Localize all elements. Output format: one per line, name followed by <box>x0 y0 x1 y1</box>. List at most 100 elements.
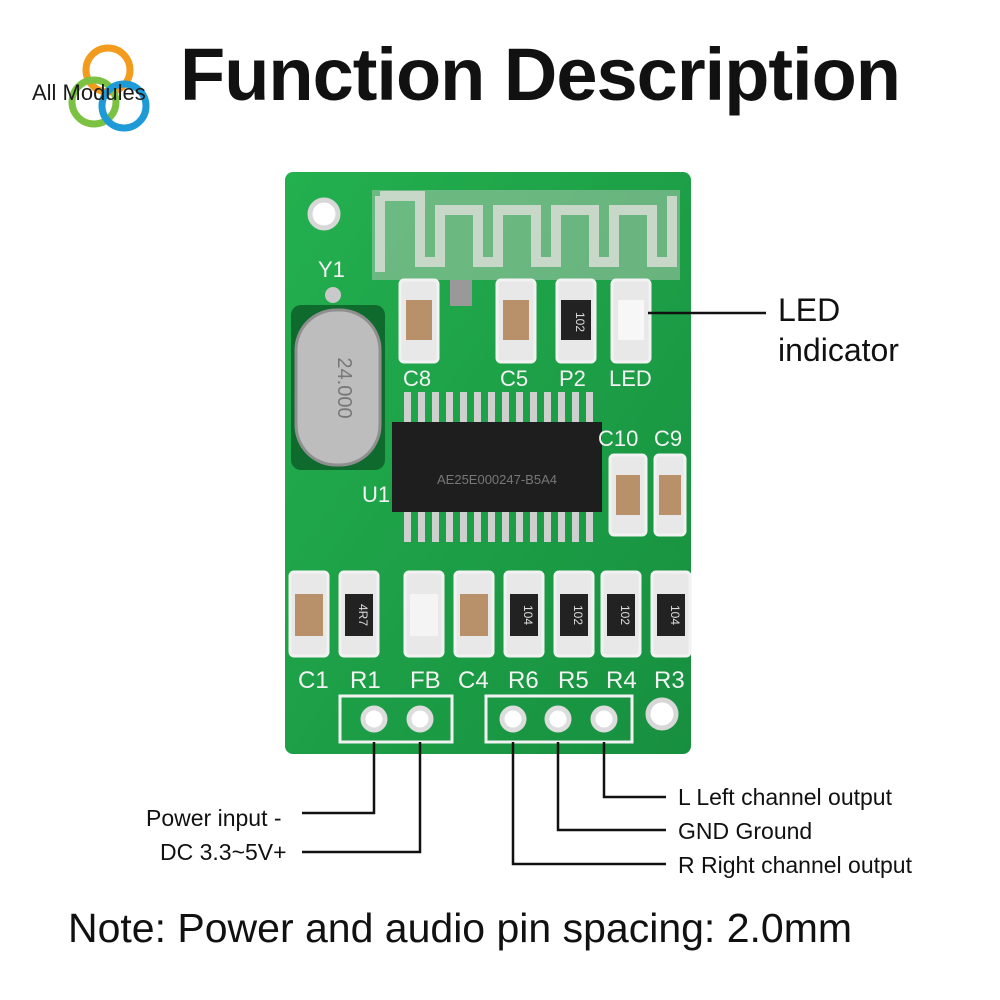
silk-fb: FB <box>410 667 441 694</box>
resistor-r6: 104 <box>503 570 545 658</box>
silk-y1: Y1 <box>318 257 345 282</box>
chip-pin <box>460 512 467 542</box>
header-pins <box>360 705 618 733</box>
ferrite-fb <box>403 570 445 658</box>
resistor-code: 4R7 <box>356 604 370 626</box>
line-gnd <box>556 742 666 832</box>
mount-hole-top <box>307 197 341 231</box>
chip-pin <box>530 512 537 542</box>
svg-text:102: 102 <box>573 312 587 332</box>
chip-pin <box>404 392 411 422</box>
cap-c9 <box>653 453 687 537</box>
chip-pin <box>544 512 551 542</box>
led-chip <box>610 278 652 364</box>
callout-left-output: L Left channel output <box>678 784 892 810</box>
page-title: Function Description <box>180 33 901 116</box>
silk-c5: C5 <box>500 366 528 391</box>
silk-c1: C1 <box>298 667 329 694</box>
callout-right-output: R Right channel output <box>678 852 912 878</box>
pin-left <box>590 705 618 733</box>
chip-marking: AE25E000247-B5A4 <box>437 472 557 487</box>
chip-pin <box>586 392 593 422</box>
crystal-marking: 24.000 <box>333 357 355 418</box>
silk-r5: R5 <box>558 667 589 694</box>
chip-pin <box>474 512 481 542</box>
chip-pin <box>516 392 523 422</box>
silk-r4: R4 <box>606 667 637 694</box>
chip-pin <box>488 392 495 422</box>
cap-c5 <box>495 278 537 364</box>
silk-r6: R6 <box>508 667 539 694</box>
resistor-code: 102 <box>618 605 632 625</box>
silk-r3: R3 <box>654 667 685 694</box>
test-pad <box>450 280 472 306</box>
silk-r1: R1 <box>350 667 381 694</box>
resistor-code: 102 <box>571 605 585 625</box>
crystal-can <box>294 308 382 467</box>
chip-pin <box>488 512 495 542</box>
chip-pin <box>572 512 579 542</box>
callout-led-line1: LED <box>778 292 841 328</box>
chip-pin <box>530 392 537 422</box>
chip-pin <box>586 512 593 542</box>
chip-pin <box>446 512 453 542</box>
brand-logo-text: All Modules <box>32 80 146 105</box>
chip-pins <box>404 392 593 542</box>
chip-pin <box>446 392 453 422</box>
brand-logo-icon <box>68 44 150 132</box>
line-power-neg <box>302 742 376 815</box>
chip-pin <box>474 392 481 422</box>
chip-pin <box>558 512 565 542</box>
chip-pin <box>418 392 425 422</box>
line-left <box>602 742 666 799</box>
line-power-pos <box>302 742 422 854</box>
silk-c4: C4 <box>458 667 489 694</box>
main-chip <box>392 422 602 512</box>
cap-c4 <box>453 570 495 658</box>
resistor-r4: 102 <box>600 570 642 658</box>
chip-pin <box>502 512 509 542</box>
line-right <box>511 742 666 866</box>
callout-lines <box>302 311 766 866</box>
chip-pin <box>432 512 439 542</box>
pin-power-neg <box>360 705 388 733</box>
footer-note: Note: Power and audio pin spacing: 2.0mm <box>68 905 853 951</box>
silk-u1: U1 <box>362 482 390 507</box>
silk-c8: C8 <box>403 366 431 391</box>
chip-pin <box>544 392 551 422</box>
chip-pin <box>516 512 523 542</box>
callout-gnd: GND Ground <box>678 818 813 844</box>
pin-right <box>499 705 527 733</box>
chip-pin <box>460 392 467 422</box>
chip-pin <box>558 392 565 422</box>
resistor-code: 104 <box>521 605 535 625</box>
callout-power-neg: Power input - <box>146 805 282 831</box>
chip-pin <box>432 392 439 422</box>
resistor-r1: 4R7 <box>338 570 380 658</box>
chip-pin <box>404 512 411 542</box>
chip-pin <box>418 512 425 542</box>
crystal-pin <box>325 287 341 303</box>
bottom-components: 4R7 104 102 102 104 <box>288 570 692 658</box>
callout-led-line2: indicator <box>778 332 899 368</box>
resistor-code: 104 <box>668 605 682 625</box>
callout-led: LED indicator <box>778 290 899 370</box>
power-header-outline <box>338 694 454 744</box>
antenna-meander <box>375 191 677 272</box>
silk-p2: P2 <box>559 366 586 391</box>
pin-power-pos <box>406 705 434 733</box>
resistor-r3: 104 <box>650 570 692 658</box>
silk-c10: C10 <box>598 426 638 451</box>
silk-led: LED <box>609 366 652 391</box>
cap-c8 <box>398 278 440 364</box>
mount-hole-bottom <box>645 697 679 731</box>
chip-pin <box>572 392 579 422</box>
resistor-p2: 102 <box>555 278 597 364</box>
chip-pin <box>502 392 509 422</box>
resistor-r5: 102 <box>553 570 595 658</box>
callout-power-pos: DC 3.3~5V+ <box>160 839 287 865</box>
cap-c1 <box>288 570 330 658</box>
pin-gnd <box>544 705 572 733</box>
